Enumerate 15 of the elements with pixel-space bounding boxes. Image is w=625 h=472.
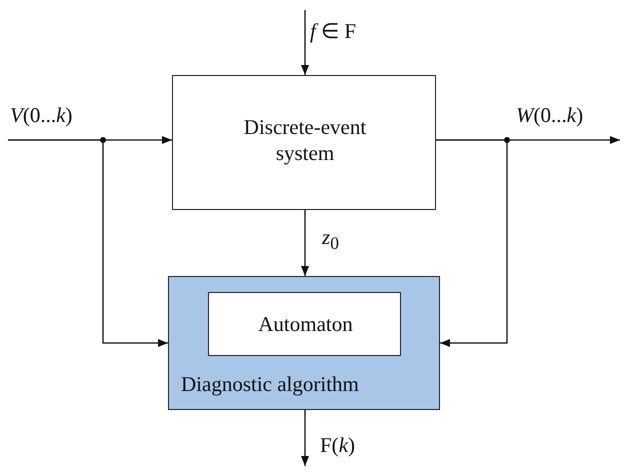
process-box [172,75,436,210]
arrow [301,10,309,75]
arrow [301,210,309,276]
edge-label: F(k) [320,434,356,458]
node-label: Diagnostic algorithm [181,371,359,398]
algorithm-box [168,276,440,410]
arrow [8,139,168,347]
edge-label: V(0...k) [10,104,72,128]
node-label: Discrete-event system [242,114,368,166]
node-label: Automaton [257,311,354,338]
edge-label: W(0...k) [516,104,584,128]
edge-label: f ∈ F [310,20,356,44]
arrow [436,139,508,347]
arrow [301,410,309,466]
automaton-box [208,292,401,356]
